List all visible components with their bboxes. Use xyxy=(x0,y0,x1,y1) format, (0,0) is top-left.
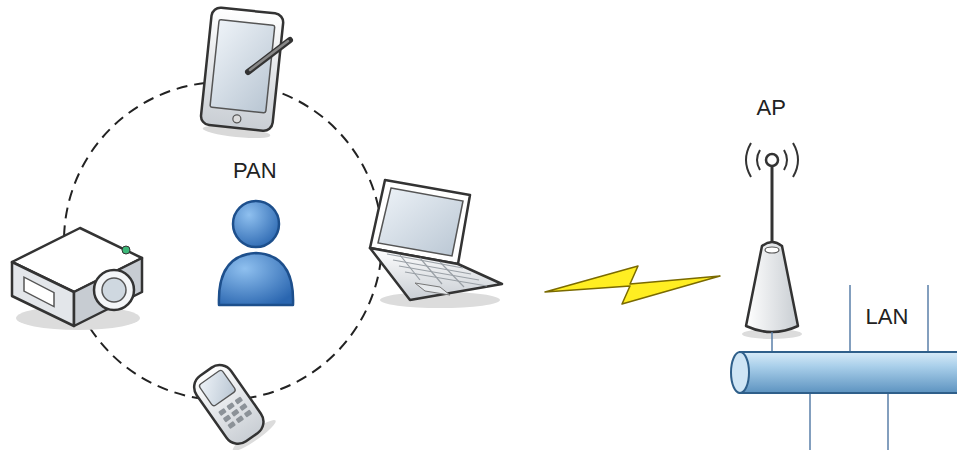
device-label: AP xyxy=(757,95,786,121)
stylus-pen xyxy=(248,40,290,72)
projector-icon xyxy=(12,228,142,330)
dashed-circle xyxy=(64,82,382,400)
dashed-outline xyxy=(62,80,384,402)
device-label: LAN xyxy=(866,304,909,330)
user-icon xyxy=(219,201,293,305)
network-label: PAN xyxy=(233,158,277,184)
pan-circle: PAN xyxy=(62,80,384,402)
lan-bus-cable xyxy=(731,285,957,450)
tablet-icon xyxy=(199,7,284,141)
mobile-phone-icon xyxy=(187,355,278,450)
wireless-link-bolt xyxy=(545,266,720,304)
access-point-icon xyxy=(742,143,802,339)
laptop-icon xyxy=(370,180,502,308)
